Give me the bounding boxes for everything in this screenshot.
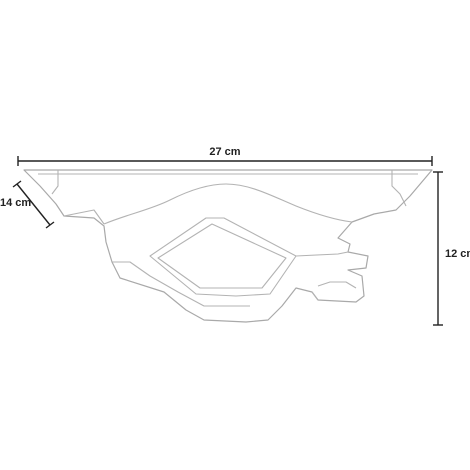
depth-dimension-bottom-tick: [45, 221, 55, 229]
diamond-inner: [157, 223, 287, 289]
right-clip-tab: [311, 291, 319, 301]
width-label: 27 cm: [209, 146, 240, 158]
depth-dimension-line: [16, 183, 51, 226]
right-clip-detail: [295, 251, 349, 257]
left-side-panel: [63, 209, 105, 225]
depth-dimension: 14 cm: [0, 180, 55, 229]
height-dimension: 12 cm: [433, 171, 470, 326]
left-notch: [51, 170, 59, 195]
product-outline: [23, 169, 433, 323]
product-silhouette: [23, 169, 433, 323]
right-notch: [391, 170, 407, 207]
right-clip-lower: [317, 281, 357, 289]
diamond-outer: [149, 217, 297, 297]
depth-dimension-top-tick: [12, 180, 22, 188]
height-label: 12 cm: [445, 248, 470, 260]
width-dimension: 27 cm: [17, 146, 433, 166]
lower-left-step: [112, 261, 250, 307]
upper-wave-line: [103, 183, 353, 225]
depth-label: 14 cm: [0, 197, 31, 209]
